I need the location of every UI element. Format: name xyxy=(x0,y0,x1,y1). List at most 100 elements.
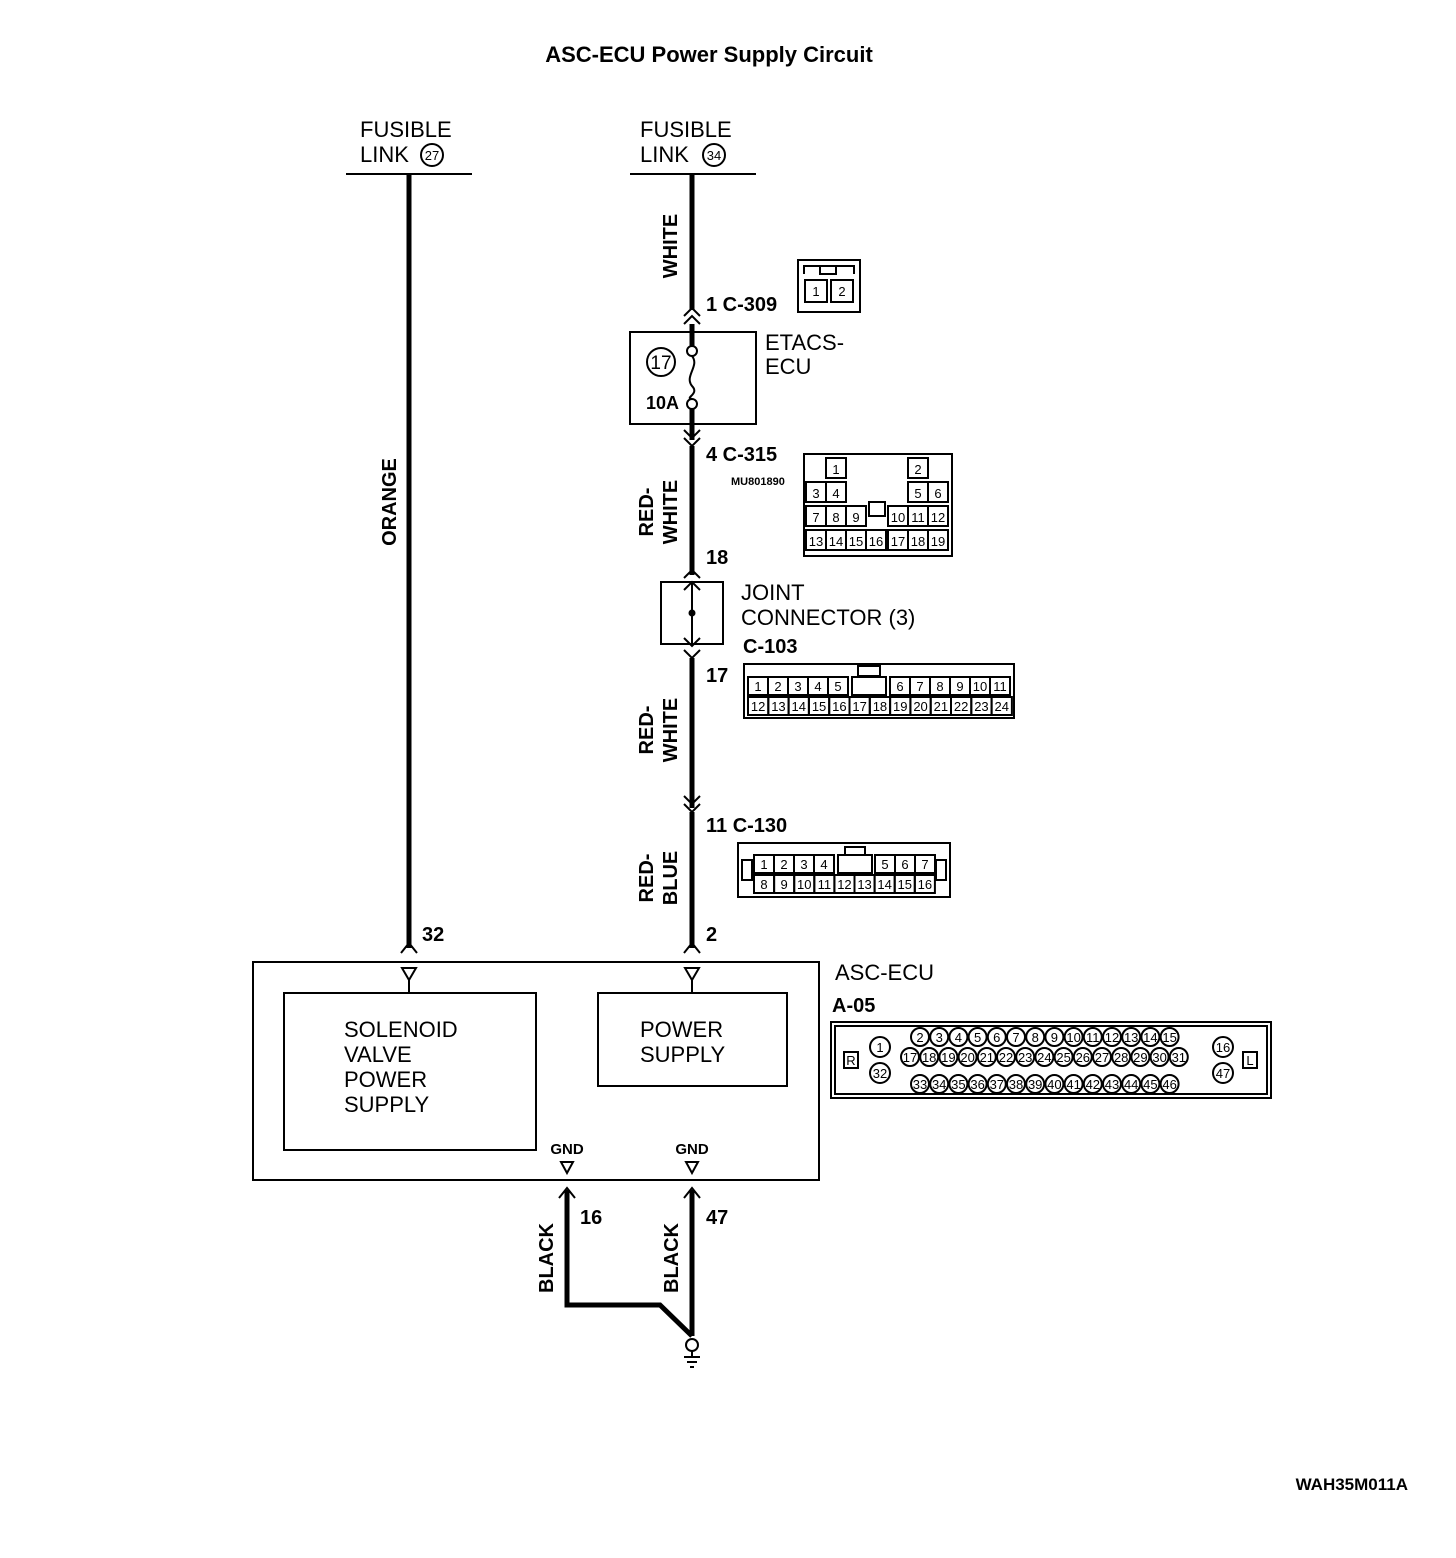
a05-pin-15: 15 xyxy=(1162,1030,1176,1045)
a05-pin-24: 24 xyxy=(1037,1050,1051,1065)
a05-pin-44: 44 xyxy=(1124,1077,1138,1092)
fusible-link-34-circle xyxy=(702,143,726,167)
pin47-label: 47 xyxy=(706,1207,728,1229)
a05-pin-46-circle xyxy=(1159,1074,1180,1094)
c130-pin-8: 8 xyxy=(760,877,767,892)
c103-pin-6: 6 xyxy=(896,679,903,694)
c103-pin-17: 17 xyxy=(852,699,866,714)
c103-pin-5-cell xyxy=(827,676,849,696)
red-white-1-label-line1: RED- xyxy=(636,488,658,537)
joint-arrow-top-1 xyxy=(683,568,701,579)
orange-wire-label: ORANGE xyxy=(379,458,401,546)
joint-label-line2: CONNECTOR (3) xyxy=(741,605,915,630)
a05-pin-36-circle xyxy=(967,1074,988,1094)
pin2-label: 2 xyxy=(706,924,717,946)
a05-pin-7: 7 xyxy=(1012,1030,1019,1045)
a05-pin-18-circle xyxy=(919,1047,940,1067)
asc-ecu-label: ASC-ECU xyxy=(835,960,934,985)
c315-pin-10: 10 xyxy=(891,510,905,525)
fusible-link-34-number: 34 xyxy=(707,148,721,163)
c130-pin-6: 6 xyxy=(901,857,908,872)
red-blue-label-line2: BLUE xyxy=(660,851,682,905)
c309-connector: 1 2 xyxy=(797,259,861,313)
etacs-label-line2: ECU xyxy=(765,354,811,379)
c315-pin-12-cell xyxy=(927,505,949,527)
a05-outline xyxy=(830,1021,1272,1099)
a05-pin-47: 47 xyxy=(1216,1066,1230,1081)
a05-pin-42: 42 xyxy=(1086,1077,1100,1092)
power-supply-block xyxy=(597,992,788,1087)
c103-pin-11: 11 xyxy=(993,679,1007,694)
c103-pin-3: 3 xyxy=(794,679,801,694)
a05-pin-19: 19 xyxy=(941,1050,955,1065)
c130-pin-11: 11 xyxy=(818,877,832,892)
a05-pin-6: 6 xyxy=(993,1030,1000,1045)
a05-pin-14: 14 xyxy=(1143,1030,1157,1045)
a05-pin-22-circle xyxy=(996,1047,1016,1067)
solenoid-label-line2: VALVE xyxy=(344,1042,412,1067)
joint-label-line1: JOINT xyxy=(741,580,805,605)
c315-pin-19: 19 xyxy=(931,534,945,549)
power-label-line2: SUPPLY xyxy=(640,1042,726,1067)
solenoid-label-line1: SOLENOID xyxy=(344,1017,458,1042)
a05-pin-32: 32 xyxy=(873,1066,887,1081)
c309-pin-1: 1 xyxy=(812,284,819,299)
c130-pin-1: 1 xyxy=(760,857,767,872)
a05-pin-25-circle xyxy=(1053,1047,1074,1067)
fusible-link-27-circle xyxy=(420,143,444,167)
a05-pin-24-circle xyxy=(1034,1047,1055,1067)
c130-pin-4-cell xyxy=(813,854,835,874)
a05-pin-39: 39 xyxy=(1028,1077,1042,1092)
fusible-link-34-line2: LINK xyxy=(640,142,689,167)
a05-pin-20-circle xyxy=(957,1047,978,1067)
a05-pin-35: 35 xyxy=(951,1077,965,1092)
c103-pin-24: 24 xyxy=(995,699,1009,714)
c103-pin-12: 12 xyxy=(751,699,765,714)
fusible-link-27-number: 27 xyxy=(425,148,439,163)
c103-pin-1: 1 xyxy=(754,679,761,694)
a05-pin-2: 2 xyxy=(916,1030,923,1045)
a05-pin-38-circle xyxy=(1006,1074,1026,1094)
a05-pin-16: 16 xyxy=(1216,1040,1230,1055)
a05-pin-39-circle xyxy=(1025,1074,1046,1094)
c103-pin-18: 18 xyxy=(873,699,887,714)
pin47-arrow xyxy=(683,1186,701,1199)
a05-pin-43-circle xyxy=(1102,1074,1122,1094)
c130-pin-7-cell xyxy=(914,854,936,874)
a05-pin-13: 13 xyxy=(1124,1030,1138,1045)
black-wire-1 xyxy=(564,1190,694,1338)
a05-pin-38: 38 xyxy=(1009,1077,1023,1092)
fusible-link-34-line1: FUSIBLE xyxy=(640,117,732,142)
a05-pin-13-circle xyxy=(1121,1027,1142,1047)
a05-pin-4: 4 xyxy=(955,1030,962,1045)
diagram-title: ASC-ECU Power Supply Circuit xyxy=(545,42,873,67)
a05-pin-45-circle xyxy=(1140,1074,1161,1094)
a05-pin-41: 41 xyxy=(1066,1077,1080,1092)
fuse-element xyxy=(688,355,696,400)
a05-pin-40: 40 xyxy=(1047,1077,1061,1092)
c315-pin-8: 8 xyxy=(832,510,839,525)
c315-pin-6-cell xyxy=(927,481,949,503)
c315-pin-12: 12 xyxy=(931,510,945,525)
c130-pin-4: 4 xyxy=(820,857,827,872)
a05-pin-22: 22 xyxy=(999,1050,1013,1065)
a05-pin-21-circle xyxy=(976,1047,997,1067)
c130-pin-13: 13 xyxy=(857,877,871,892)
c103-pin-23: 23 xyxy=(974,699,988,714)
c315-pin-9: 9 xyxy=(852,510,859,525)
a05-pin-1: 1 xyxy=(876,1040,883,1055)
a05-pin-6-circle xyxy=(986,1027,1007,1047)
c103-pin-4: 4 xyxy=(814,679,821,694)
a05-pin-10-circle xyxy=(1063,1027,1084,1047)
a05-pin-8-circle xyxy=(1025,1027,1046,1047)
a05-pin-37: 37 xyxy=(990,1077,1004,1092)
a05-pin-17: 17 xyxy=(903,1050,917,1065)
c309-label: 1 C-309 xyxy=(706,294,777,316)
joint-arrow-bottom xyxy=(683,649,701,660)
c315-pin-2-cell xyxy=(907,457,929,479)
red-blue-label-line1: RED- xyxy=(636,854,658,903)
c103-pin-2: 2 xyxy=(774,679,781,694)
c315-pin-9-cell xyxy=(845,505,867,527)
c130-arrow-top xyxy=(683,795,701,806)
